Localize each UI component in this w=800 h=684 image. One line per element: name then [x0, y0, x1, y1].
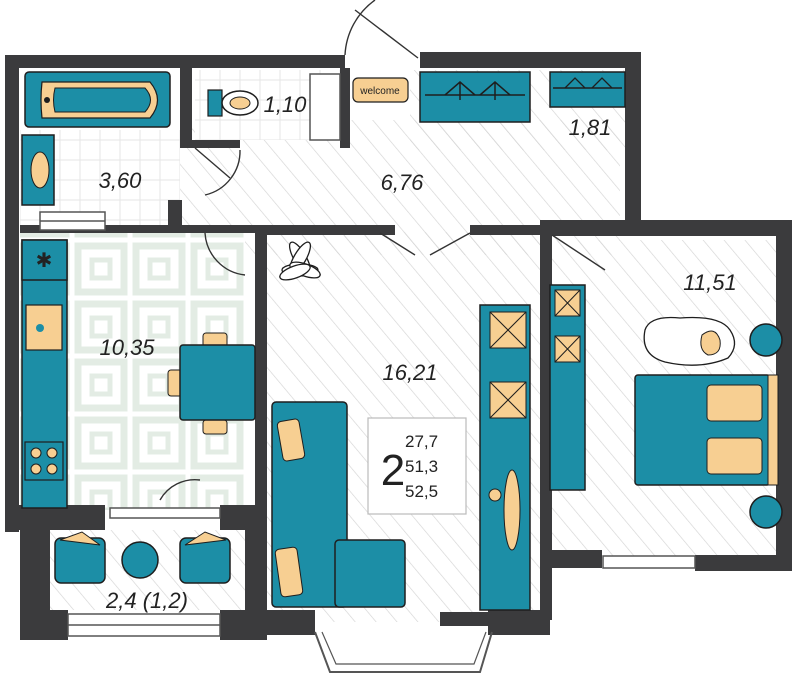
table-icon [121, 541, 159, 579]
doormat-text: welcome [359, 86, 400, 97]
wardrobe-hall [419, 71, 531, 123]
lamp-icon [488, 488, 502, 502]
living-area: 16,21 [382, 360, 437, 385]
hanger-icon [479, 81, 511, 100]
bed-icon [634, 374, 779, 486]
toilet-icon [207, 89, 259, 117]
bathtub-icon [24, 71, 171, 128]
total-with-balcony: 52,5 [405, 482, 438, 501]
toilet-area: 1,10 [264, 92, 308, 117]
table-icon [179, 344, 256, 421]
cat-icon [700, 330, 721, 356]
hanger-icon [564, 77, 586, 89]
sink-icon [21, 134, 55, 206]
tv-cabinet [479, 304, 531, 611]
plant-icon [279, 241, 321, 281]
summary-box: 2 27,7 51,3 52,5 [367, 417, 467, 515]
kitchen-area: 10,35 [99, 335, 155, 360]
lamp-icon [749, 323, 783, 357]
bathroom-area: 3,60 [99, 168, 143, 193]
sofa-icon [271, 401, 406, 608]
hanger-icon [444, 81, 476, 100]
bedroom-shelving [549, 284, 586, 491]
balcony-area: 2,4 (1,2) [105, 588, 188, 613]
rooms-count: 2 [381, 446, 405, 495]
kitchen-counter: ✱ [21, 239, 68, 509]
windows [39, 73, 696, 673]
doors [159, 0, 606, 501]
stove-icon [24, 441, 64, 481]
chair-icon [202, 419, 228, 435]
balcony-furniture [54, 531, 231, 584]
room-labels: 3,60 1,10 6,76 1,81 10,35 16,21 11,51 2,… [99, 92, 737, 613]
desk-icon [503, 469, 521, 551]
lamp-icon [749, 495, 783, 529]
living-area-total: 27,7 [405, 432, 438, 451]
hall-area: 6,76 [381, 170, 425, 195]
bedroom-area: 11,51 [683, 270, 736, 295]
wardrobe-closet [549, 71, 626, 108]
hanger-icon [591, 77, 613, 89]
rug-icon [643, 316, 736, 366]
walls [5, 52, 792, 640]
closet-area: 1,81 [569, 115, 612, 140]
total-area: 51,3 [405, 457, 438, 476]
dining-set [167, 332, 256, 435]
fridge-icon: ✱ [21, 239, 68, 281]
doormat: welcome [352, 77, 409, 103]
svg-text:✱: ✱ [36, 250, 53, 272]
